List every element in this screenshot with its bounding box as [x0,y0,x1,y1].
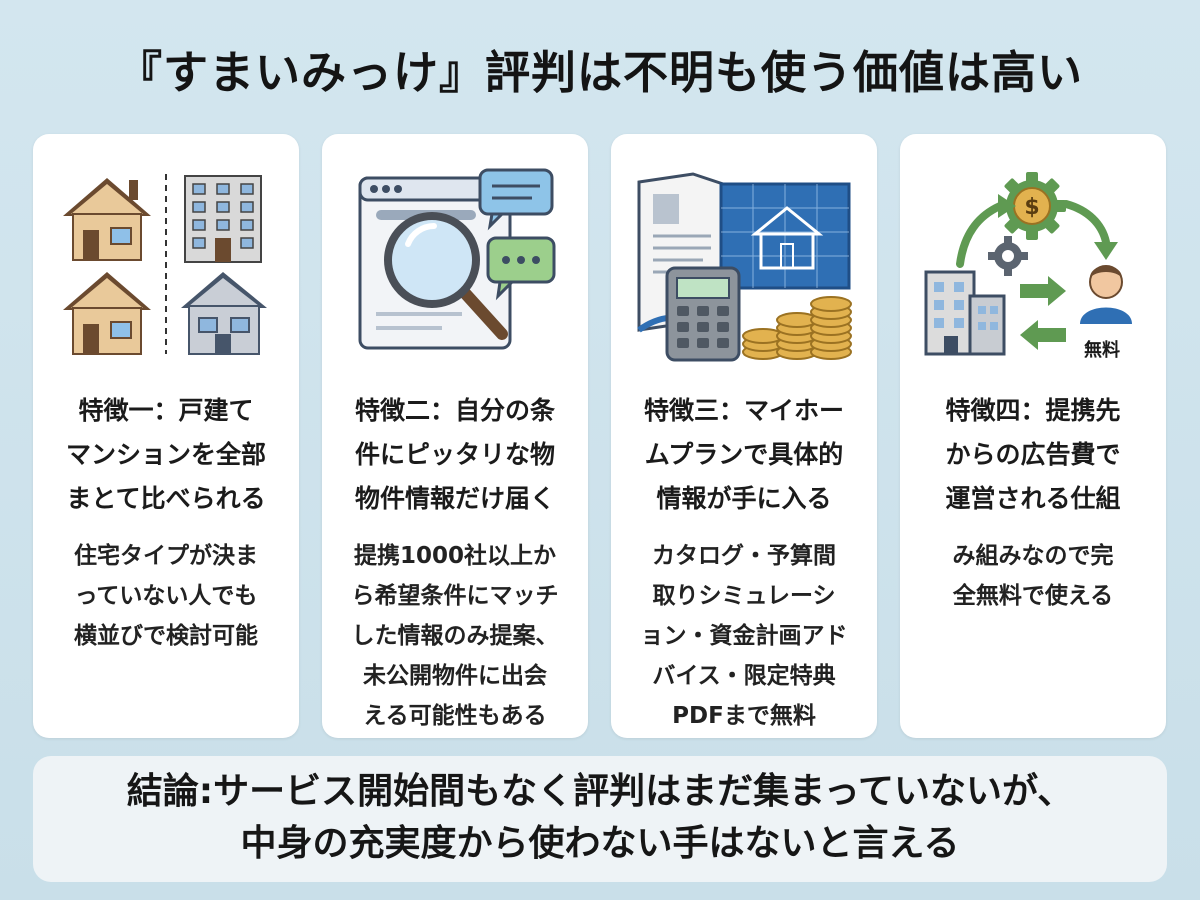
feature-4-heading: 特徴四：提携先 からの広告費で 運営される仕組 [910,389,1156,521]
feature-1-description: 住宅タイプが決ま っていない人でも 横並びで検討可能 [43,536,289,656]
page-title: 『すまいみっけ』評判は不明も使う価値は高い [116,46,1083,99]
feature-card-4: $ [900,134,1166,738]
description-line: 横並びで検討可能 [74,623,258,649]
heading-line: 特徴四：提携先 [945,396,1121,425]
description-line: ョン・資金計画アド [640,623,848,649]
search-browser-chat-icon [342,164,568,364]
heading-line: 特徴一：戸建て [78,396,254,425]
free-label: 無料 [1084,340,1120,361]
feature-2-heading: 特徴二：自分の条 件にピッタリな物 物件情報だけ届く [332,389,578,521]
heading-line: 特徴三：マイホー [643,396,844,425]
heading-line: ムプランで具体的 [644,440,844,469]
feature-card-3: 特徴三：マイホー ムプランで具体的 情報が手に入る カタログ・予算間 取りシミュ… [611,134,877,738]
description-line: える可能性もある [363,703,547,729]
feature-3-description: カタログ・予算間 取りシミュレーシ ョン・資金計画アド バイス・限定特典 PDF… [621,536,867,736]
heading-line: 件にピッタリな物 [354,440,555,469]
svg-text:$: $ [1024,195,1039,220]
business-model-cycle-icon: $ [920,164,1146,364]
feature-cards: 特徴一：戸建て マンションを全部 まとて比べられる 住宅タイプが決ま っていない… [33,134,1167,738]
catalog-blueprint-calculator-coins-icon [631,164,857,364]
feature-3-heading: 特徴三：マイホー ムプランで具体的 情報が手に入る [621,389,867,521]
conclusion-line-1: 結論:サービス開始間もなく評判はまだ集まっていないが、 [126,771,1074,812]
conclusion-box: 結論:サービス開始間もなく評判はまだ集まっていないが、 中身の充実度から使わない… [33,756,1167,882]
feature-card-1: 特徴一：戸建て マンションを全部 まとて比べられる 住宅タイプが決ま っていない… [33,134,299,738]
description-line: ら希望条件にマッチ [351,583,559,609]
description-line: 未公開物件に出会 [363,663,547,689]
description-line: っていない人でも [74,583,258,609]
description-line: PDFまで無料 [672,703,816,729]
heading-line: マンションを全部 [65,440,266,469]
description-line: み組みなので完 [952,543,1114,569]
heading-line: からの広告費で [945,440,1121,469]
feature-1-heading: 特徴一：戸建て マンションを全部 まとて比べられる [43,389,289,521]
description-line: 全無料で使える [952,583,1114,609]
description-line: 住宅タイプが決ま [74,543,258,569]
heading-line: 特徴二：自分の条 [354,396,555,425]
heading-line: 運営される仕組 [945,484,1121,513]
conclusion-line-2: 中身の充実度から使わない手はないと言える [240,823,960,864]
heading-line: 情報が手に入る [656,484,832,513]
houses-and-apartments-icon [53,164,279,364]
feature-card-2: 特徴二：自分の条 件にピッタリな物 物件情報だけ届く 提携1000社以上か ら希… [322,134,588,738]
description-line: 提携1000社以上か [353,543,556,569]
description-line: バイス・限定特典 [652,663,836,689]
feature-2-description: 提携1000社以上か ら希望条件にマッチ した情報のみ提案、 未公開物件に出会 … [332,536,578,736]
heading-line: 物件情報だけ届く [354,484,555,513]
description-line: した情報のみ提案、 [351,623,559,649]
description-line: 取りシミュレーシ [652,583,836,609]
description-line: カタログ・予算間 [652,543,836,569]
feature-4-description: み組みなので完 全無料で使える [910,536,1156,616]
heading-line: まとて比べられる [66,484,266,513]
